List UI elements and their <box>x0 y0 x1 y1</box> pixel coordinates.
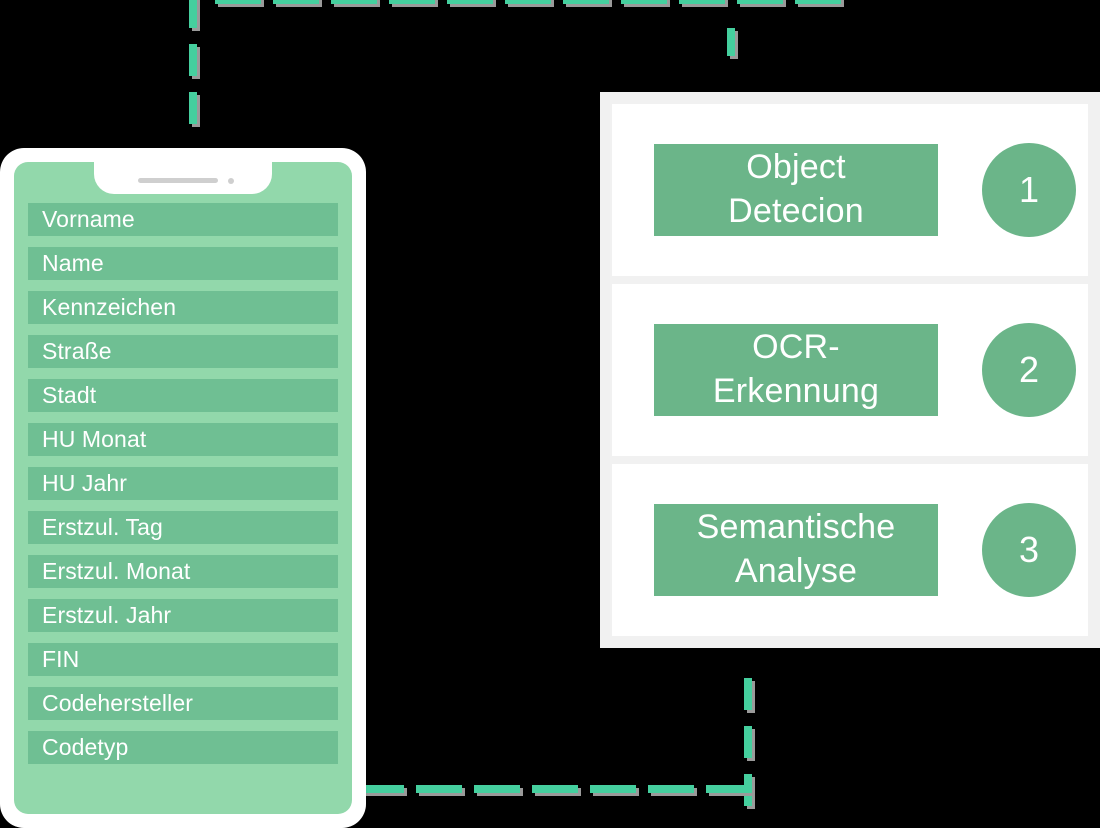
form-field-label: Stadt <box>42 382 97 408</box>
form-field-row[interactable]: Name <box>28 247 338 280</box>
form-field-row[interactable]: Straße <box>28 335 338 368</box>
form-field-row[interactable]: Erstzul. Monat <box>28 555 338 588</box>
dash-segment <box>474 785 520 793</box>
dash-segment <box>447 0 493 4</box>
form-field-row[interactable]: HU Monat <box>28 423 338 456</box>
dash-segment <box>706 785 752 793</box>
phone-notch <box>94 162 272 194</box>
form-field-row[interactable]: Erstzul. Jahr <box>28 599 338 632</box>
pipeline-step-box: OCR- Erkennung <box>654 324 938 416</box>
dash-segment <box>358 785 404 793</box>
pipeline-step-card[interactable]: Semantische Analyse 3 <box>612 464 1088 636</box>
pipeline-step-badge: 2 <box>982 323 1076 417</box>
dash-segment <box>273 0 319 4</box>
pipeline-step-title: OCR- Erkennung <box>712 328 880 410</box>
form-field-label: Erstzul. Jahr <box>42 602 172 628</box>
form-field-row[interactable]: Kennzeichen <box>28 291 338 324</box>
pipeline-step-number: 1 <box>1018 169 1040 210</box>
dash-segment <box>189 0 197 28</box>
dash-segment <box>331 0 377 4</box>
pipeline-step-box: Semantische Analyse <box>654 504 938 596</box>
dash-segment <box>389 0 435 4</box>
dash-segment <box>590 785 636 793</box>
dash-segment <box>189 92 197 124</box>
dash-segment <box>727 28 735 56</box>
dash-segment <box>744 678 752 710</box>
dash-segment <box>744 726 752 758</box>
pipeline-step-badge: 3 <box>982 503 1076 597</box>
pipeline-step-number: 3 <box>1018 529 1040 570</box>
speaker-grille-icon <box>138 178 218 183</box>
form-field-row[interactable]: FIN <box>28 643 338 676</box>
form-field-label: Erstzul. Monat <box>42 558 191 584</box>
dash-segment <box>532 785 578 793</box>
dash-segment <box>215 0 261 4</box>
form-field-row[interactable]: HU Jahr <box>28 467 338 500</box>
dash-segment <box>563 0 609 4</box>
pipeline-step-card[interactable]: Object Detecion 1 <box>612 104 1088 276</box>
dash-segment <box>795 0 841 4</box>
form-field-label: Codehersteller <box>42 690 193 716</box>
pipeline-step-number: 2 <box>1018 349 1040 390</box>
form-field-label: HU Monat <box>42 426 147 452</box>
dash-segment <box>505 0 551 4</box>
dash-segment <box>648 785 694 793</box>
dash-segment <box>737 0 783 4</box>
form-field-row[interactable]: Codehersteller <box>28 687 338 720</box>
form-field-row[interactable]: Erstzul. Tag <box>28 511 338 544</box>
form-field-row[interactable]: Codetyp <box>28 731 338 764</box>
form-field-label: Straße <box>42 338 112 364</box>
form-field-label: Codetyp <box>42 734 129 760</box>
form-field-row[interactable]: Stadt <box>28 379 338 412</box>
front-camera-icon <box>228 178 234 184</box>
form-field-label: Vorname <box>42 206 135 232</box>
form-field-row[interactable]: Vorname <box>28 203 338 236</box>
form-field-label: Kennzeichen <box>42 294 177 320</box>
form-field-label: Name <box>42 250 104 276</box>
pipeline-step-title: Semantische Analyse <box>696 508 896 590</box>
dash-segment <box>679 0 725 4</box>
pipeline-step-title: Object Detecion <box>728 148 864 230</box>
dash-segment <box>416 785 462 793</box>
pipeline-step-badge: 1 <box>982 143 1076 237</box>
dash-segment <box>621 0 667 4</box>
pipeline-step-card[interactable]: OCR- Erkennung 2 <box>612 284 1088 456</box>
dash-segment <box>189 44 197 76</box>
form-field-label: Erstzul. Tag <box>42 514 163 540</box>
form-field-label: FIN <box>42 646 80 672</box>
form-field-label: HU Jahr <box>42 470 128 496</box>
pipeline-step-box: Object Detecion <box>654 144 938 236</box>
